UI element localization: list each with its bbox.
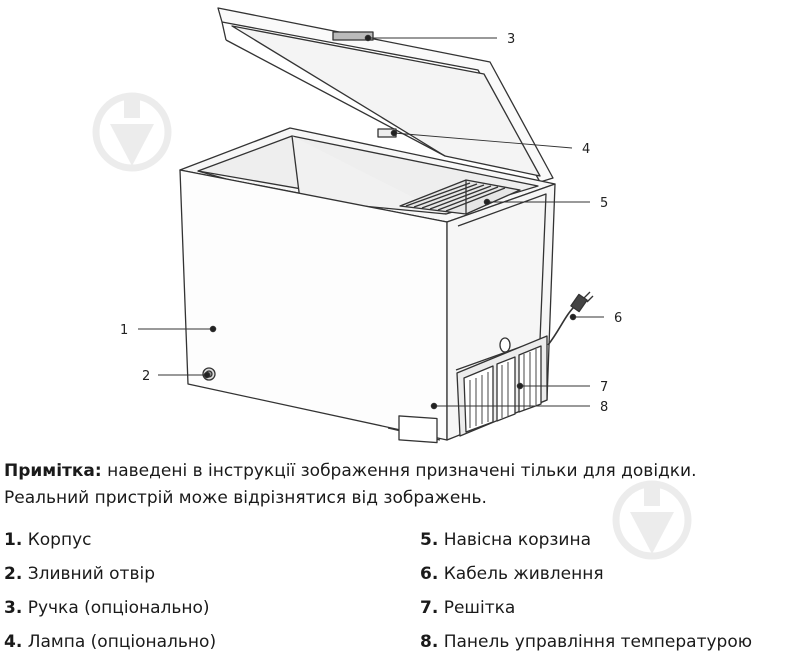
callout-1: 1 [120,323,128,338]
legend-right: 5. Навісна корзина 6. Кабель живлення 7.… [420,530,752,666]
chest-freezer-diagram: 1 2 3 4 5 6 7 8 [120,7,622,444]
legend-num: 1. [4,530,23,550]
legend-item: 1. Корпус [4,530,216,564]
legend-item: 8. Панель управління температурою [420,632,752,666]
watermark-pin-icon [612,480,692,560]
legend-num: 7. [420,598,439,618]
legend-item: 2. Зливний отвір [4,564,216,598]
note-line-1: наведені в інструкції зображення признач… [101,461,697,481]
legend-num: 8. [420,632,439,652]
legend-num: 4. [4,632,23,652]
legend-item: 7. Решітка [420,598,752,632]
legend-text: Ручка (опціонально) [27,598,210,618]
note-line-2: Реальний пристрій може відрізнятися від … [4,488,487,508]
legend-text: Корпус [27,530,92,550]
callout-3: 3 [507,32,515,47]
callout-2: 2 [142,369,150,384]
power-cable [547,304,577,346]
legend-text: Панель управління температурою [443,632,753,652]
grille [456,335,548,437]
callout-4: 4 [582,142,590,157]
hanging-basket [399,179,521,215]
legend-item: 4. Лампа (опціонально) [4,632,216,666]
legend-item: 5. Навісна корзина [420,530,752,564]
legend-num: 5. [420,530,439,550]
legend-num: 2. [4,564,23,584]
watermark-pin-icon [92,92,172,172]
callout-5: 5 [600,196,608,211]
legend-item: 3. Ручка (опціонально) [4,598,216,632]
callout-8: 8 [600,400,608,415]
legend-num: 6. [420,564,439,584]
legend-text: Кабель живлення [443,564,604,584]
legend-text: Решітка [443,598,516,618]
note-text: Примітка: наведені в інструкції зображен… [4,458,796,512]
handle [332,31,374,41]
legend-num: 3. [4,598,23,618]
callout-7: 7 [600,380,608,395]
legend-item: 6. Кабель живлення [420,564,752,598]
legend-text: Лампа (опціонально) [27,632,217,652]
callout-6: 6 [614,311,622,326]
legend-left: 1. Корпус 2. Зливний отвір 3. Ручка (опц… [4,530,216,666]
note-label: Примітка: [4,461,102,481]
legend-text: Навісна корзина [443,530,592,550]
control-panel [398,415,438,444]
legend-text: Зливний отвір [27,564,155,584]
